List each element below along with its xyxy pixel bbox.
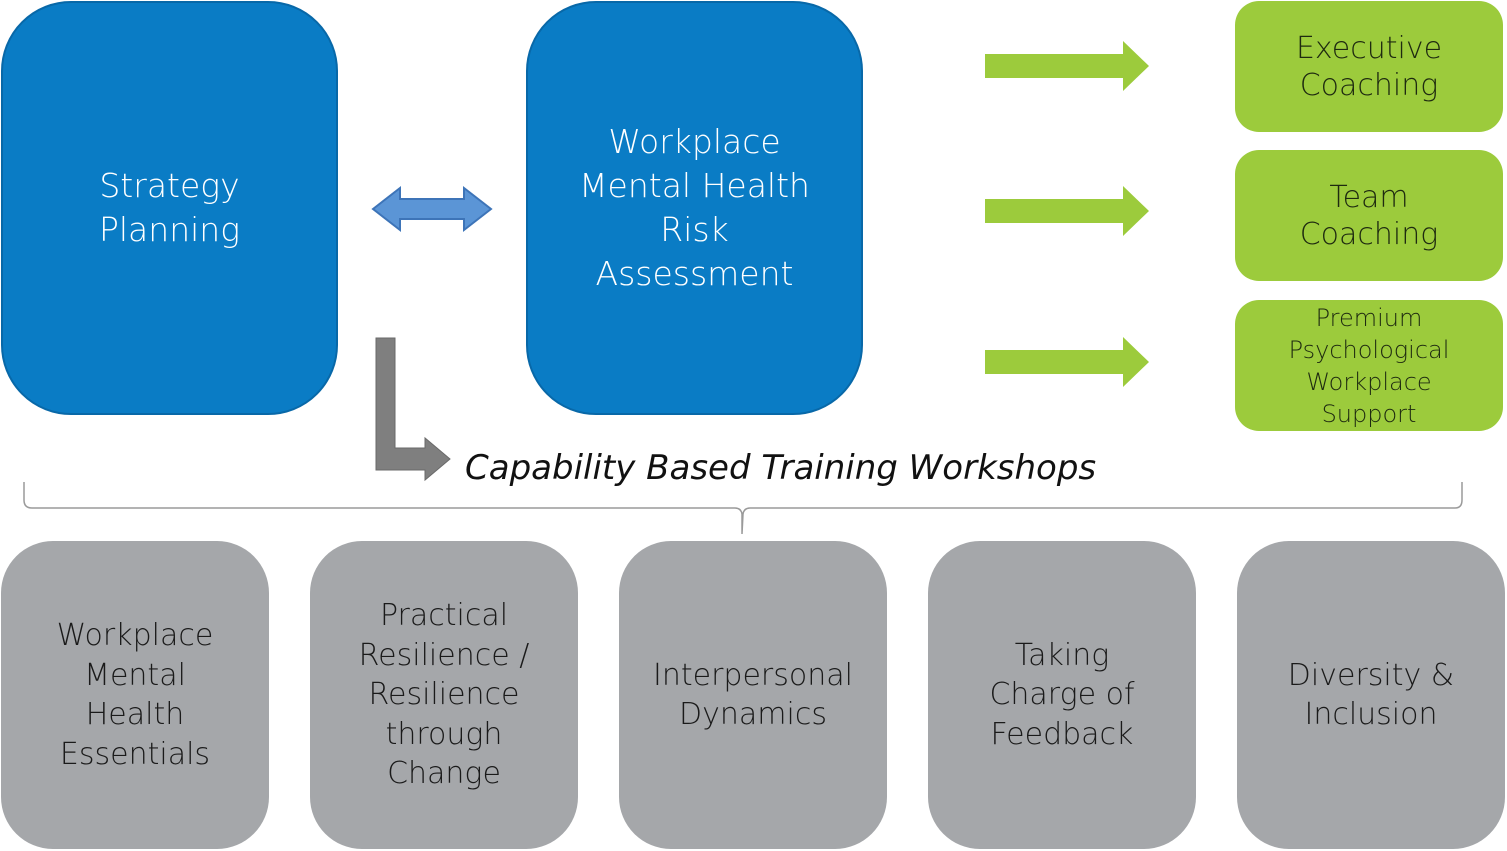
workshop-box-4: Taking Charge of Feedback (928, 541, 1196, 849)
outcome-label: Executive Coaching (1295, 30, 1443, 103)
training-caption: Capability Based Training Workshops (465, 448, 1097, 488)
outcome-team-coaching: Team Coaching (1235, 150, 1503, 281)
workshop-box-5: Diversity & Inclusion (1237, 541, 1505, 849)
workshop-label: Interpersonal Dynamics (653, 657, 853, 733)
risk-assessment-box: Workplace Mental Health Risk Assessment (526, 1, 863, 415)
right-arrow-icon-1 (985, 41, 1149, 91)
outcome-psychological-support: Premium Psychological Workplace Support (1235, 300, 1503, 431)
strategy-planning-label: Strategy Planning (98, 166, 240, 249)
outcome-executive-coaching: Executive Coaching (1235, 1, 1503, 132)
workshop-label: Workplace Mental Health Essentials (56, 618, 214, 772)
strategy-planning-box: Strategy Planning (1, 1, 338, 415)
outcome-label: Team Coaching (1299, 179, 1439, 252)
right-arrow-icon-2 (985, 186, 1149, 236)
right-arrow-icon-3 (985, 337, 1149, 387)
brace-icon (23, 482, 1463, 535)
workshop-label: Practical Resilience / Resilience throug… (358, 598, 530, 792)
workshop-label: Taking Charge of Feedback (989, 637, 1135, 752)
workshop-box-3: Interpersonal Dynamics (619, 541, 887, 849)
workshop-box-1: Workplace Mental Health Essentials (1, 541, 269, 849)
risk-assessment-label: Workplace Mental Health Risk Assessment (579, 122, 810, 293)
workshop-label: Diversity & Inclusion (1287, 657, 1455, 733)
outcome-label: Premium Psychological Workplace Support (1288, 303, 1450, 428)
bent-arrow-icon (375, 337, 451, 482)
double-arrow-icon (371, 185, 493, 233)
workshop-box-2: Practical Resilience / Resilience throug… (310, 541, 578, 849)
